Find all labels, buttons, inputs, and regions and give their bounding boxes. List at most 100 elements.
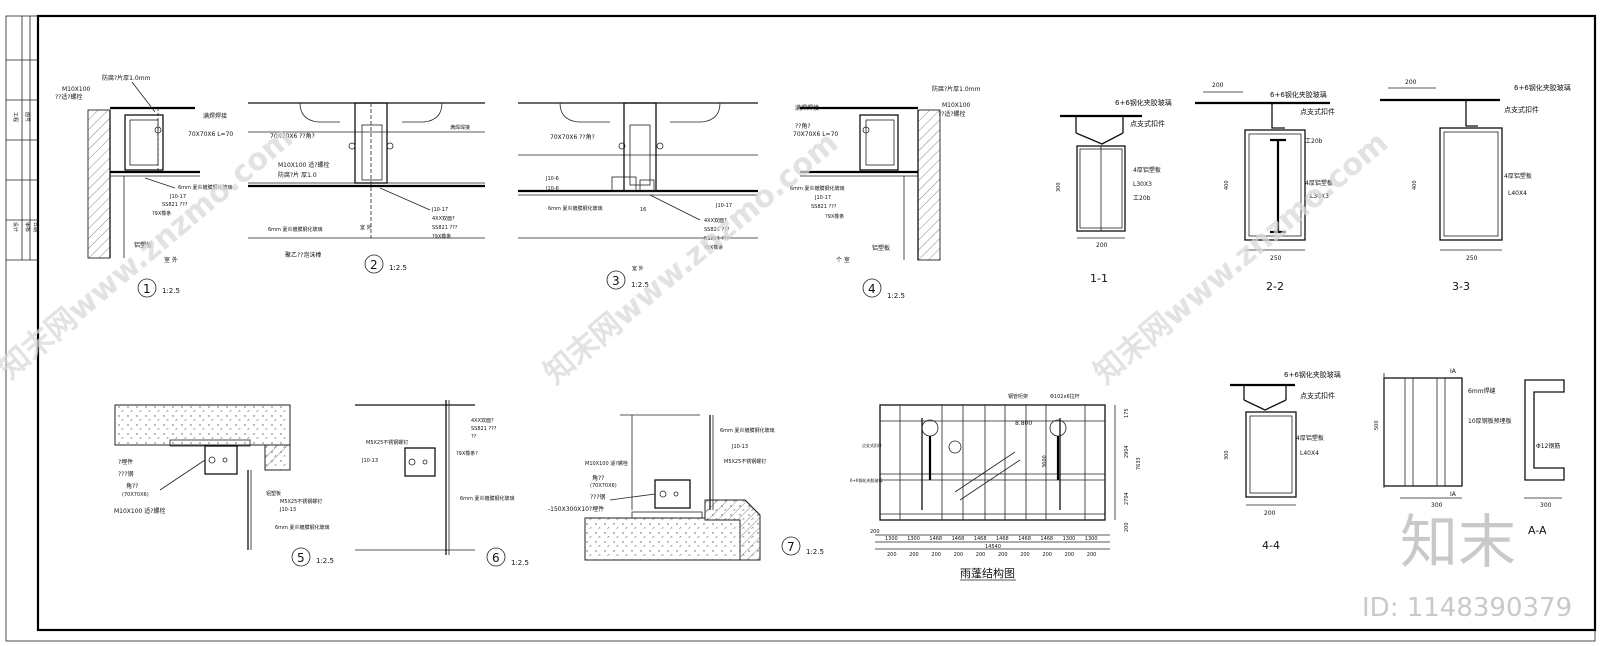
s33-plate: 4厚铝塑板 xyxy=(1504,172,1532,180)
d4-anchor: ??适?螺栓 xyxy=(938,110,966,118)
d6-l2: J10-13 xyxy=(361,458,378,464)
d6-r1: 4XX双面? xyxy=(471,418,494,424)
d1-j: J10-17 xyxy=(169,194,186,200)
d3-stop: ?9X橡条 xyxy=(704,244,723,251)
d4-plate: 铝塑板 xyxy=(872,244,890,252)
d3-dim: 16 xyxy=(640,207,646,213)
d7-l5: -150X300X10?埋件 xyxy=(548,505,604,513)
saa-plate: 10厚钢板预埋板 xyxy=(1468,417,1512,425)
canopy-bottom-dim: 1300 xyxy=(1085,536,1098,542)
s33-angle: L40X4 xyxy=(1508,190,1527,197)
d6-r3: ?? xyxy=(471,434,477,440)
canopy-bottom-dim: 1468 xyxy=(952,536,965,542)
saa-a2: IA xyxy=(1450,491,1457,498)
canopy-edge: 200 xyxy=(870,529,880,535)
d1-seal: SS821 ??? xyxy=(162,202,188,208)
d4-glass: 6mm 夏炎镀膜钢化玻璃 xyxy=(790,185,845,192)
s11-glass: 6+6钢化夹胶玻璃 xyxy=(1115,98,1172,107)
inner-border xyxy=(36,14,1597,632)
canopy-elev: 8.800 xyxy=(1015,420,1032,427)
s11-title: 1-1 xyxy=(1090,272,1108,285)
d6-r4: ?9X橡条? xyxy=(456,450,478,457)
d6-r5: 6mm 夏炎镀膜钢化玻璃 xyxy=(460,495,515,502)
s33-top: 200 xyxy=(1405,79,1417,86)
d7-l2: 角?? xyxy=(592,474,604,482)
section-1-1: 6+6钢化夹胶玻璃 点支式扣件 4厚铝塑板 L30X3 工20b 300 200… xyxy=(1056,98,1172,285)
d5-l5: M10X100 适?螺栓 xyxy=(114,507,165,515)
section-a-a: IA IA 6mm焊缝 10厚钢板预埋板 Φ12钢筋 500 300 300 A… xyxy=(1374,368,1565,537)
d2-angle: 70X70X6 ??角? xyxy=(270,132,315,140)
d2-cavity: 4XX双面? xyxy=(432,216,455,222)
saa-a1: IA xyxy=(1450,368,1457,375)
s22-fitting: 点支式扣件 xyxy=(1300,107,1335,116)
d7-r3: M5X25不锈钢螺钉 xyxy=(724,458,766,465)
d3-seal: SS821 ??? xyxy=(704,227,730,233)
canopy-bottom-dim: 1468 xyxy=(929,536,942,542)
watermark-id: ID: 1148390379 xyxy=(1362,593,1572,623)
d5-l2: ???钢 xyxy=(118,470,134,478)
d3-angle: 70X70X6 ??角? xyxy=(550,133,595,141)
saa-weld: 6mm焊缝 xyxy=(1468,387,1496,395)
title-block-c5: 日期 xyxy=(32,222,38,232)
s33-title: 3-3 xyxy=(1452,280,1470,293)
canopy-structure-plan: 钢管桁架 Φ102x6拉杆 8.800 3600 点支式扣件 6+6钢化夹胶玻璃… xyxy=(850,393,1142,581)
d1-scale: 1:2.5 xyxy=(162,287,180,295)
s44-glass: 6+6钢化夹胶玻璃 xyxy=(1284,370,1341,379)
d5-l1: ?埋件 xyxy=(118,458,133,466)
d4-scale: 1:2.5 xyxy=(887,292,905,300)
d5-r1: 铝塑板 xyxy=(266,490,281,497)
d1-stop: ?9X橡条 xyxy=(152,210,171,217)
canopy-right-dim-0: 175 xyxy=(1124,408,1130,418)
detail-2: 70X70X6 ??角? M10X100 适?螺栓 防腐?片 厚1.0 6mm … xyxy=(248,102,485,274)
s11-h: 300 xyxy=(1056,182,1062,192)
s11-plate: 4厚铝塑板 xyxy=(1133,166,1161,174)
canopy-h1: 3600 xyxy=(1042,455,1048,468)
watermark-group: 知末网www.znzmo.com 知末网www.znzmo.com 知末网www… xyxy=(0,120,1395,391)
canopy-bottom-dim2: 200 xyxy=(1087,552,1097,558)
canopy-right-dim-4: 200 xyxy=(1124,522,1130,532)
d4-angle1: ??角? xyxy=(795,122,811,130)
d2-seal: SS821 ??? xyxy=(432,225,458,231)
d2-bolt: M10X100 适?螺栓 xyxy=(278,161,329,169)
s44-w: 200 xyxy=(1264,510,1276,517)
d2-glass: 6mm 夏炎镀膜钢化玻璃 xyxy=(268,226,323,233)
d3-seal2: SS821 ??? xyxy=(704,236,730,242)
s22-w: 250 xyxy=(1270,255,1282,262)
d2-scale: 1:2.5 xyxy=(389,264,407,272)
canopy-bottom-dim2: 200 xyxy=(976,552,986,558)
d3-j2: J10-6 xyxy=(545,186,559,192)
canopy-bottom-dim2: 200 xyxy=(1065,552,1075,558)
d7-l3: (70X70X6) xyxy=(590,483,617,489)
d2-number: 2 xyxy=(370,258,378,272)
d6-number: 6 xyxy=(492,551,500,565)
canopy-right-dim-1: 2904 xyxy=(1124,445,1130,458)
canopy-top-label1: 钢管桁架 xyxy=(1008,393,1028,400)
s11-angle: L30X3 xyxy=(1133,181,1152,188)
d1-angle: 70X70X6 L=70 xyxy=(188,131,233,138)
title-block-c2: 图号 xyxy=(24,112,30,122)
s33-h: 400 xyxy=(1412,180,1418,190)
d3-out: 室 外 xyxy=(632,265,644,272)
s22-title: 2-2 xyxy=(1266,280,1284,293)
canopy-title: 雨蓬结构图 xyxy=(960,566,1015,580)
d4-weld: 满焊焊接 xyxy=(795,104,819,112)
d7-l4: ???钢 xyxy=(590,493,606,501)
saa-h: 500 xyxy=(1374,420,1380,430)
s44-angle: L40X4 xyxy=(1300,450,1319,457)
canopy-bottom-dim2: 200 xyxy=(1042,552,1052,558)
canopy-bottom-dim: 1300 xyxy=(907,536,920,542)
s33-w: 250 xyxy=(1466,255,1478,262)
canopy-bottom-dim: 1468 xyxy=(1040,536,1053,542)
s33-fitting: 点支式扣件 xyxy=(1504,105,1539,114)
canopy-left-label2: 6+6钢化夹胶玻璃 xyxy=(850,477,882,483)
d7-r1: 6mm 夏炎镀膜钢化玻璃 xyxy=(720,427,775,434)
section-3-3: 200 6+6钢化夹胶玻璃 点支式扣件 4厚铝塑板 L40X4 400 250 … xyxy=(1380,79,1571,293)
s22-beam: 工20b xyxy=(1305,138,1323,145)
d4-number: 4 xyxy=(868,282,876,296)
d5-l3: 角?? xyxy=(126,482,138,490)
d2-weld: 满焊焊接 xyxy=(450,124,470,131)
watermark-logo: 知末 xyxy=(1400,508,1516,576)
canopy-bottom-dim: 1300 xyxy=(885,536,898,542)
d7-scale: 1:2.5 xyxy=(806,548,824,556)
